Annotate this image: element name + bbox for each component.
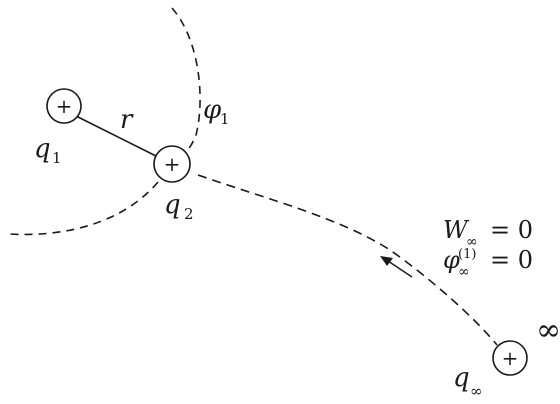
svg-text:q: q bbox=[34, 134, 51, 164]
svg-text:(1): (1) bbox=[458, 247, 476, 262]
charge-q1: + bbox=[46, 88, 82, 124]
svg-text:φ: φ bbox=[443, 246, 460, 274]
svg-text:q: q bbox=[453, 363, 470, 393]
equipotential-label: φ 1 bbox=[203, 95, 230, 128]
svg-text:= 0: = 0 bbox=[490, 246, 533, 274]
distance-label: r bbox=[120, 105, 134, 135]
svg-text:∞: ∞ bbox=[470, 382, 483, 400]
charge-qinf-sign: + bbox=[502, 346, 519, 370]
path-to-infinity bbox=[197, 174, 498, 346]
charge-q2-sign: + bbox=[164, 152, 181, 176]
charge-q2: + bbox=[153, 145, 191, 183]
direction-arrow-icon bbox=[380, 256, 413, 278]
svg-text:∞: ∞ bbox=[466, 234, 478, 250]
charge-qinf: + bbox=[492, 340, 528, 376]
svg-text:∞: ∞ bbox=[458, 264, 470, 280]
charge-q1-sign: + bbox=[56, 94, 73, 118]
svg-text:W: W bbox=[443, 216, 470, 244]
infinity-symbol: ∞ bbox=[536, 313, 560, 348]
label-q1: q 1 bbox=[34, 134, 62, 167]
equipotential-curve-upper bbox=[171, 7, 201, 165]
svg-text:1: 1 bbox=[220, 110, 230, 128]
equipotential-curve-lower bbox=[7, 181, 159, 236]
svg-text:φ: φ bbox=[203, 95, 222, 125]
label-qinf: q ∞ bbox=[453, 363, 483, 400]
equation-work: W ∞ = 0 bbox=[443, 216, 533, 250]
svg-text:q: q bbox=[164, 190, 181, 220]
label-q2: q 2 bbox=[164, 190, 194, 223]
svg-text:= 0: = 0 bbox=[490, 216, 533, 244]
distance-line-r bbox=[75, 115, 157, 157]
svg-text:1: 1 bbox=[52, 149, 62, 167]
equation-potential: φ (1) ∞ = 0 bbox=[443, 246, 533, 280]
svg-text:2: 2 bbox=[184, 205, 194, 223]
